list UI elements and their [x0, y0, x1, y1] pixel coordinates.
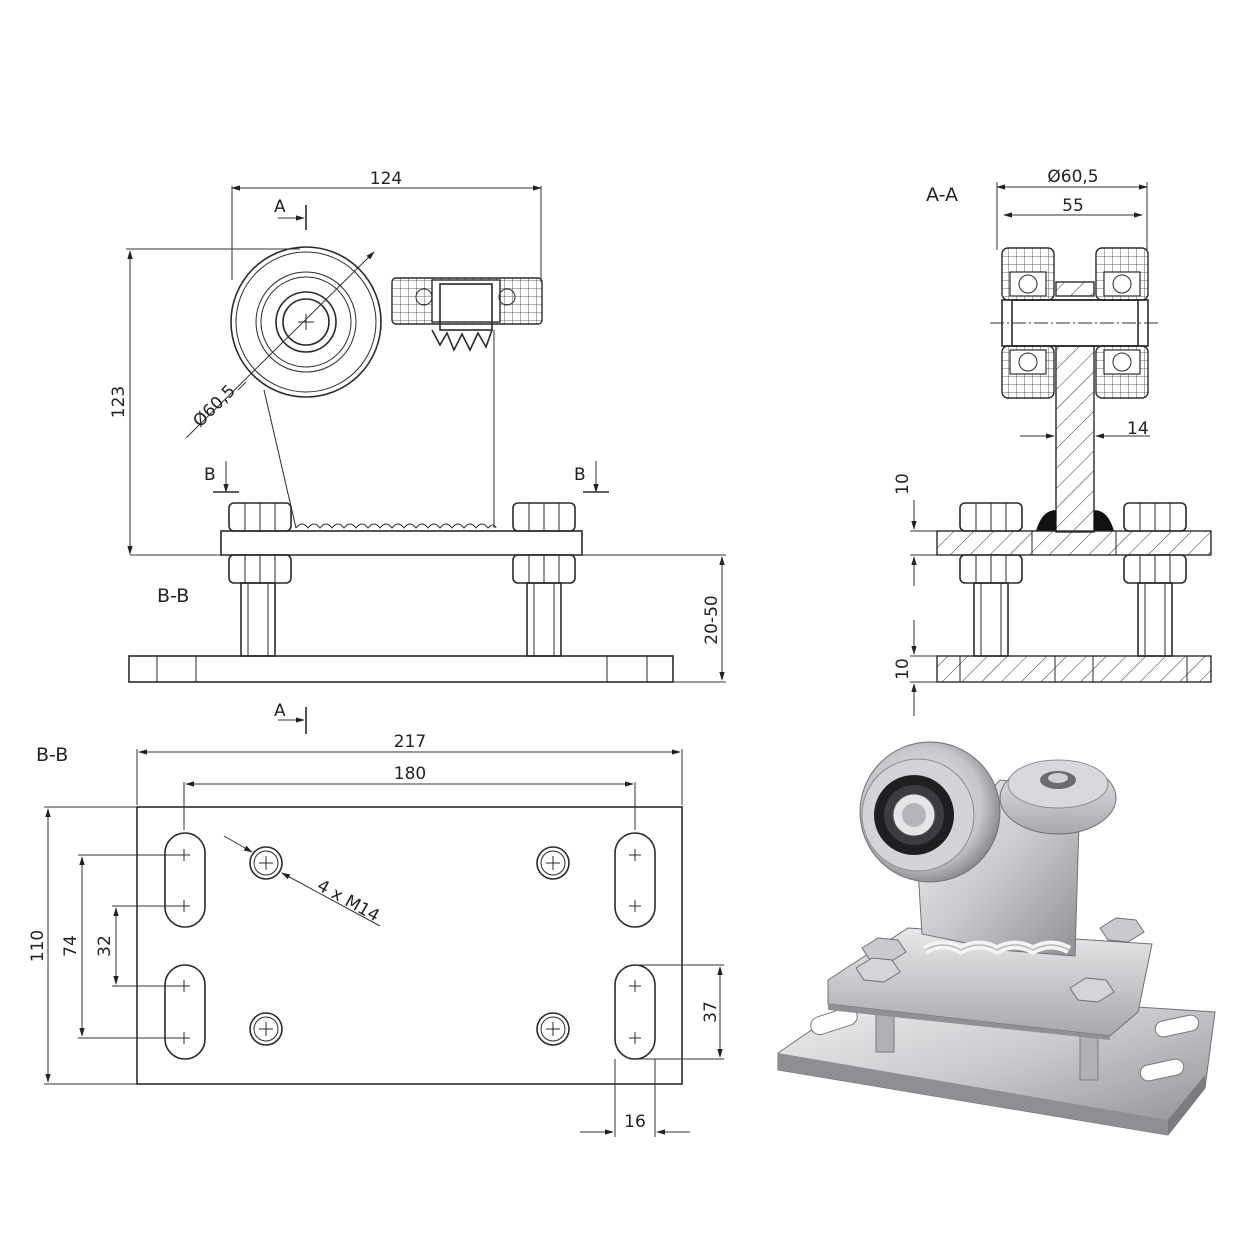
- dim-aa-inner: 55: [1062, 196, 1084, 216]
- nut-group-left: [228, 502, 292, 657]
- thread-note: 4 x M14: [314, 876, 383, 926]
- dim-plan-width: 110: [28, 930, 48, 962]
- section-aa-title: A-A: [926, 184, 958, 206]
- section-label-bb-side: B-B: [157, 585, 189, 607]
- nut-group-right: [512, 502, 576, 657]
- dim-wheel-diameter: Ø60,5: [189, 381, 239, 431]
- slot-top-right: [614, 832, 656, 928]
- dim-aa-bottom-plate: 10: [893, 658, 913, 680]
- slot-top-left: [164, 832, 206, 928]
- threaded-holes: [249, 846, 570, 1046]
- dim-aa-diameter: Ø60,5: [1047, 167, 1098, 187]
- dim-height-123: 123: [109, 386, 129, 418]
- dim-width-124: 124: [370, 169, 402, 189]
- dim-aa-web: 14: [1127, 419, 1149, 439]
- plan-view-title: B-B: [36, 744, 68, 766]
- dim-plan-slot-length: 37: [701, 1001, 721, 1023]
- section-marker-a: A: [274, 197, 286, 217]
- slot-bottom-left: [164, 964, 206, 1060]
- slot-bottom-right: [614, 964, 656, 1060]
- side-view: 124 A 123 Ø60,5: [109, 169, 726, 683]
- dim-plan-slot-span: 74: [61, 935, 81, 957]
- plan-marker-a: A: [274, 701, 286, 721]
- dim-plan-length: 217: [394, 732, 426, 752]
- dim-plan-hole-spacing: 180: [394, 764, 426, 784]
- dim-plan-slot-inner: 32: [95, 935, 115, 957]
- section-marker-b-left: B: [204, 465, 216, 485]
- dim-plan-slot-width: 16: [624, 1112, 646, 1132]
- dim-adjust-range: 20-50: [702, 595, 722, 644]
- dim-aa-top-plate: 10: [893, 473, 913, 495]
- section-marker-b-right: B: [574, 465, 586, 485]
- product-photo: [777, 741, 1216, 1136]
- section-aa: A-A Ø60,5 55 14: [893, 167, 1212, 716]
- plan-view: B-B A 217 180 110 74 32: [28, 701, 724, 1137]
